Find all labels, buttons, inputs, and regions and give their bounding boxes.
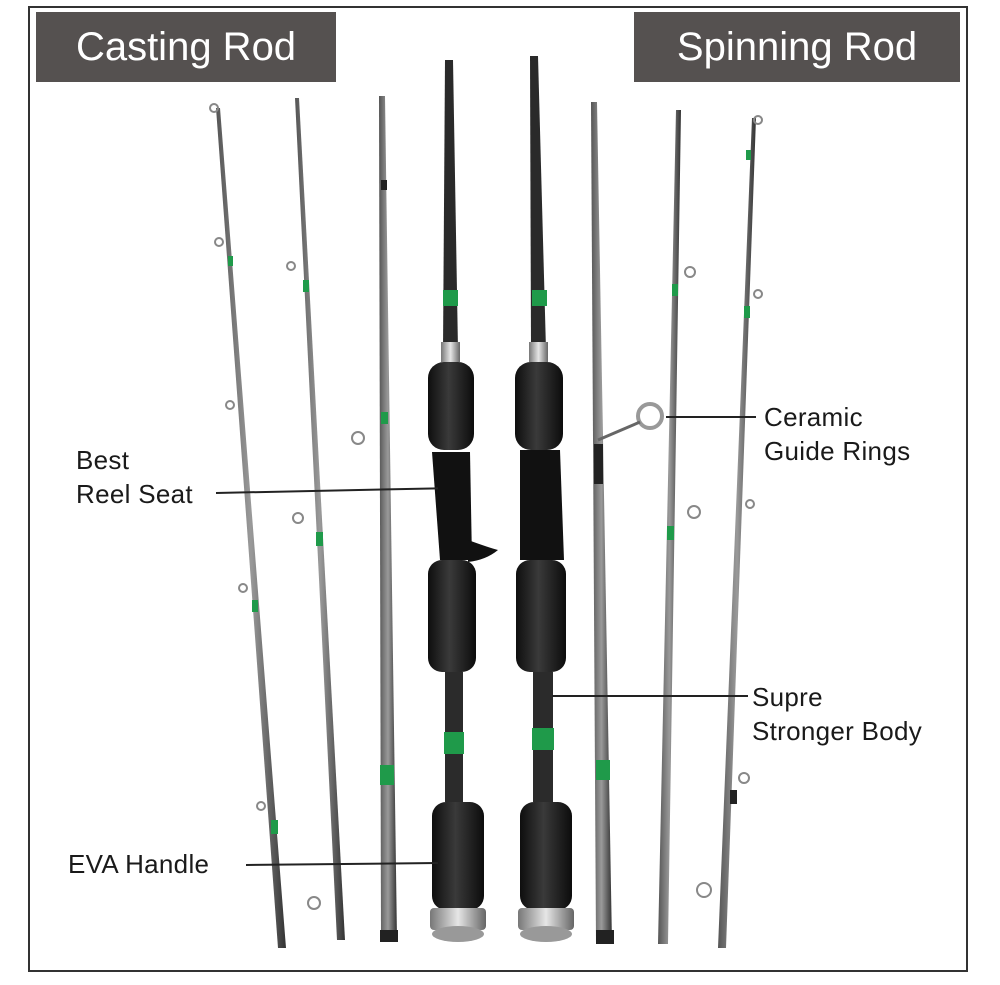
spinning-tip-section-3 [718,115,763,948]
body-label-line2: Stronger Body [752,716,923,746]
casting-tip-section-1 [209,103,286,948]
reel-seat-label: Best Reel Seat [76,443,193,511]
spinning-rod-title: Spinning Rod [634,12,960,82]
handle-label-line1: EVA Handle [68,849,210,879]
casting-butt-section [428,60,498,942]
spinning-tip-section-1 [591,102,664,944]
reel-seat-label-line2: Reel Seat [76,479,193,509]
guide-rings-label: Ceramic Guide Rings [764,400,910,468]
spinning-butt-section [515,56,574,942]
handle-label: EVA Handle [68,847,209,881]
image-frame [28,6,968,972]
body-label: Supre Stronger Body [752,680,922,748]
body-pointer [552,695,748,697]
casting-tip-section-2 [286,98,345,940]
guide-rings-pointer [666,416,756,418]
casting-tip-section-3 [351,96,398,942]
body-label-line1: Supre [752,682,823,712]
guide-rings-label-line1: Ceramic [764,402,863,432]
casting-rod-title: Casting Rod [36,12,336,82]
guide-rings-label-line2: Guide Rings [764,436,911,466]
reel-seat-label-line1: Best [76,445,130,475]
spinning-tip-section-2 [658,110,712,944]
